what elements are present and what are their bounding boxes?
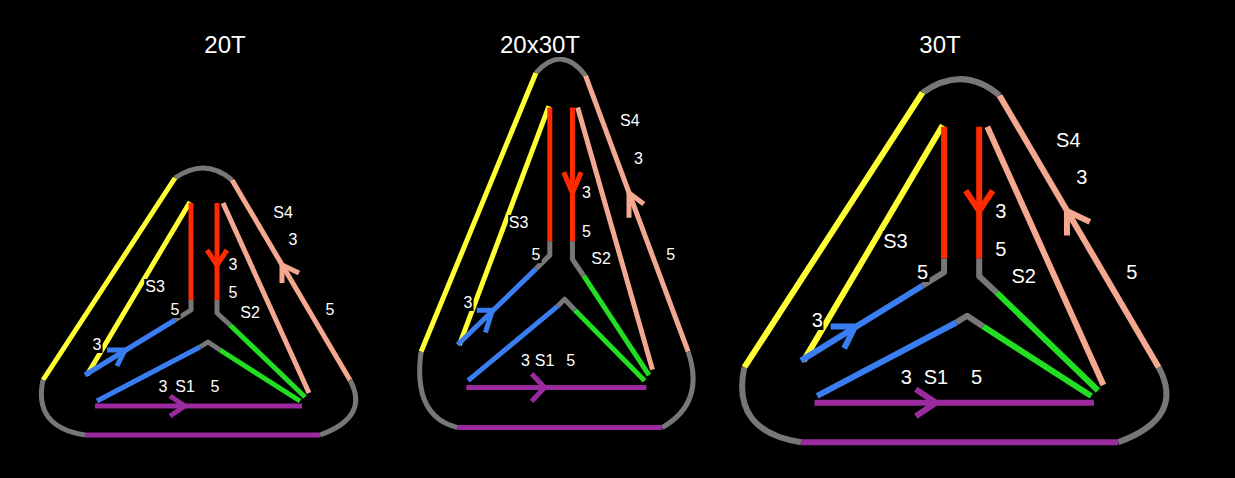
strand-label: 3 (92, 337, 103, 353)
strand-label: 5 (170, 302, 181, 318)
panel-title: 30T (918, 33, 961, 57)
strand-label: 5 (581, 224, 592, 240)
strand-label: 5 (916, 262, 929, 282)
strand-label: S1 (174, 379, 196, 395)
strand-label: 3 (994, 201, 1007, 221)
strand-label: S3 (882, 231, 908, 251)
strand-label: S4 (1055, 130, 1081, 150)
strand-label: 5 (665, 247, 676, 263)
strand-label: 3 (228, 257, 239, 273)
strand-label: S3 (144, 279, 166, 295)
strand-label: 3 (1075, 167, 1088, 187)
strand-label: 3 (900, 367, 913, 387)
strand-label: 5 (970, 367, 983, 387)
strand-label: 3 (463, 295, 474, 311)
strand-label: 3 (811, 310, 824, 330)
strand-label: S3 (508, 215, 530, 231)
strand-label: 5 (994, 239, 1007, 259)
strand-label: 5 (565, 353, 576, 369)
strand-label: 3 (520, 353, 531, 369)
strand-label: S1 (923, 367, 949, 387)
strand-label: 5 (530, 247, 541, 263)
strand-label: 5 (210, 379, 221, 395)
strand-label: 5 (1125, 262, 1138, 282)
strand-label: S2 (239, 305, 261, 321)
strand-label: 5 (228, 285, 239, 301)
strand-label: 5 (325, 302, 336, 318)
panel-title: 20T (203, 33, 246, 57)
strand-label: S4 (619, 113, 641, 129)
strand-label: 3 (633, 151, 644, 167)
strand-label: 3 (288, 232, 299, 248)
strand-label: S2 (1011, 266, 1037, 286)
strand-label: 3 (581, 185, 592, 201)
strand-label: S2 (590, 251, 612, 267)
panel-title: 20x30T (499, 33, 581, 57)
strand-label: S1 (534, 353, 556, 369)
strand-label: S4 (272, 205, 294, 221)
strand-label: 3 (158, 379, 169, 395)
